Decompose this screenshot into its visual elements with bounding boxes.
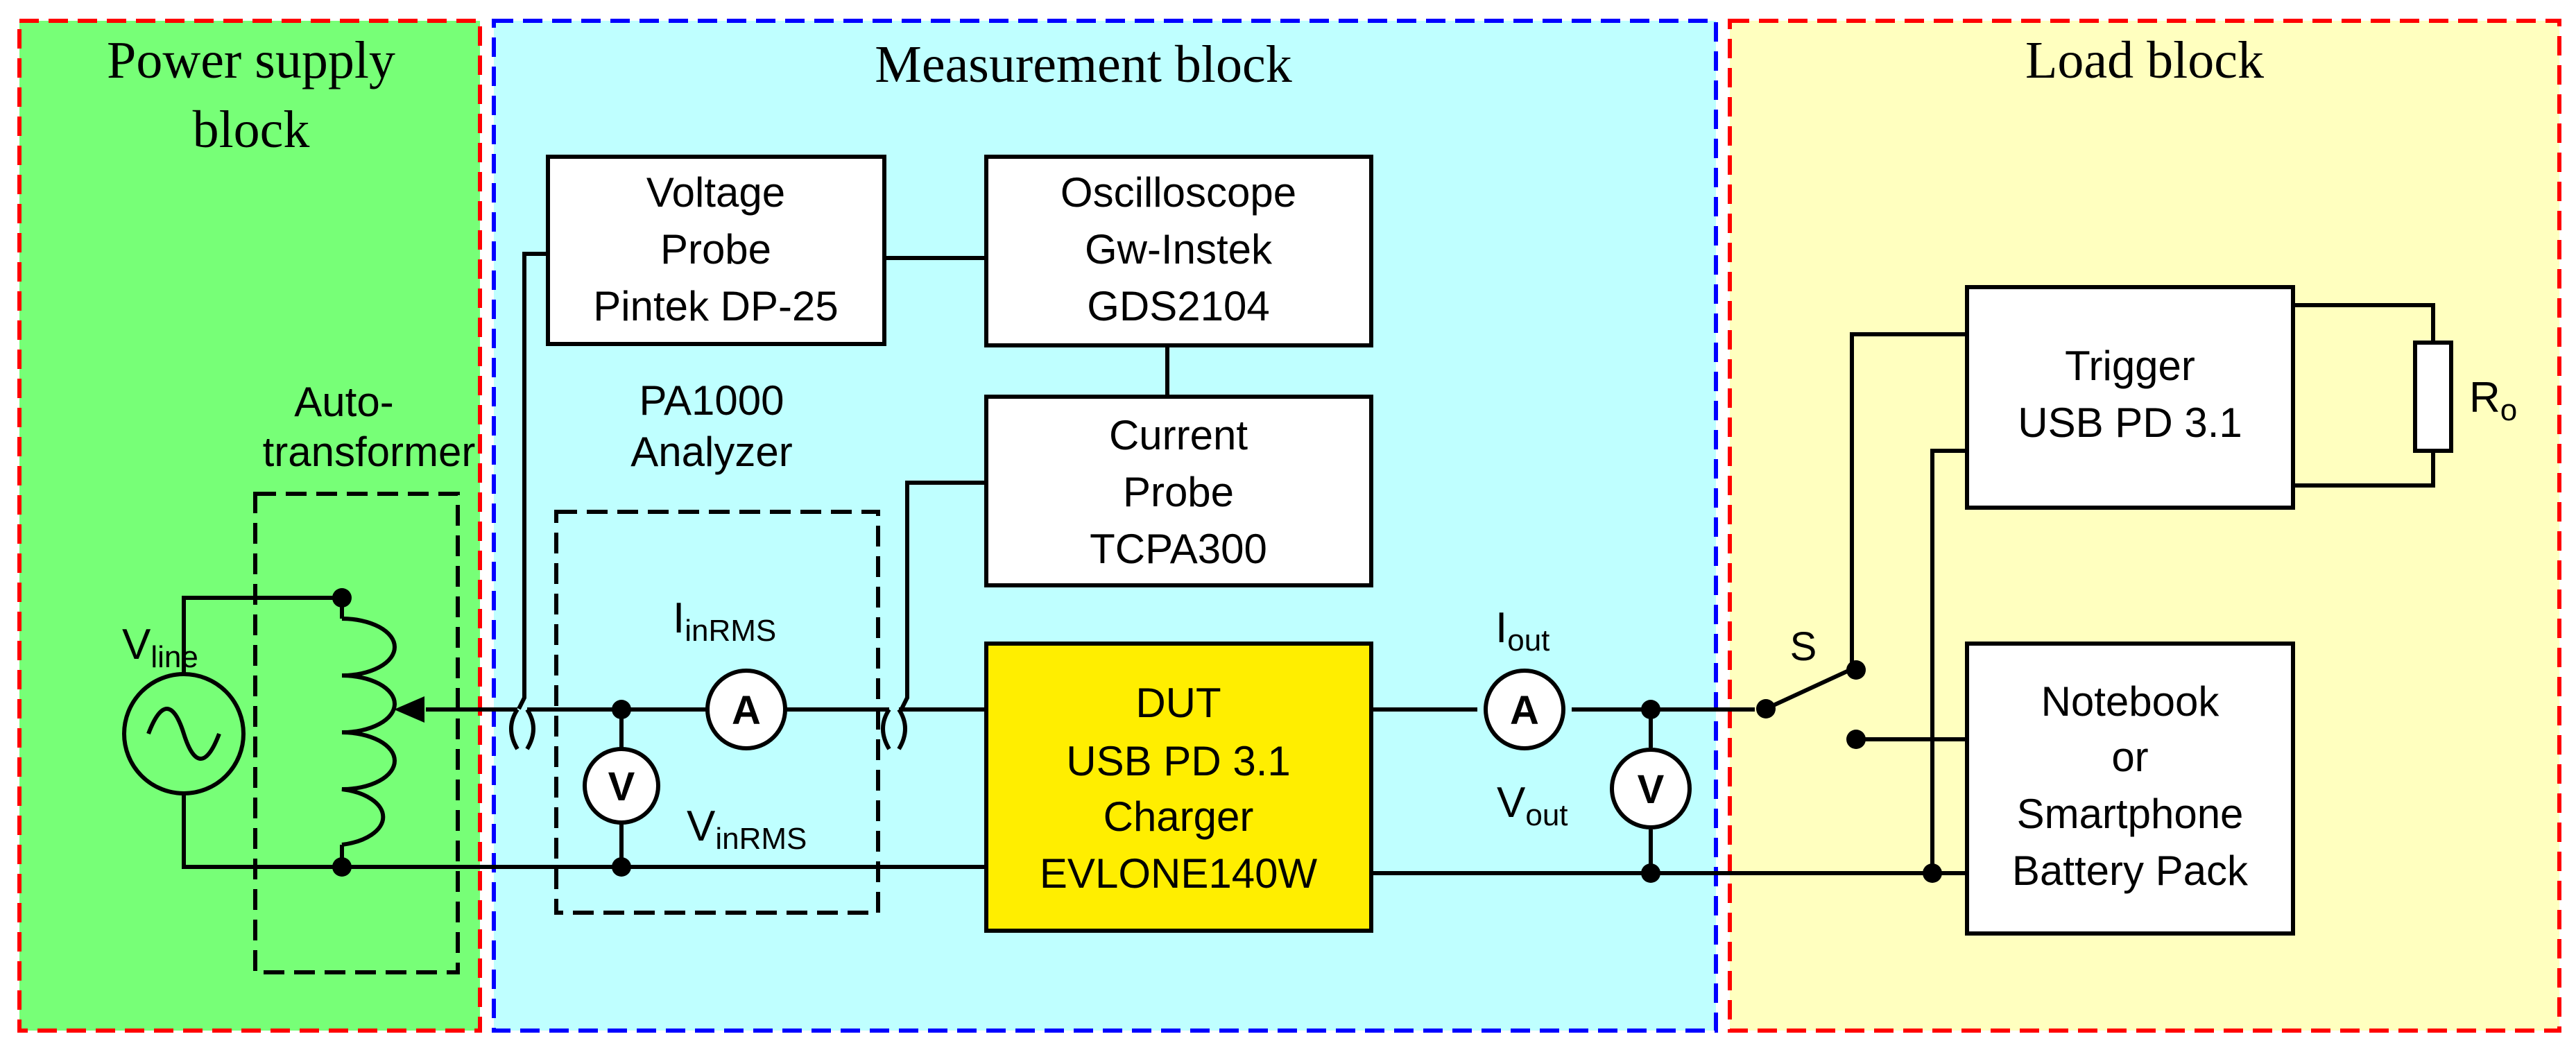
output-voltmeter-label: V xyxy=(1638,767,1665,812)
input-ammeter-label: A xyxy=(732,688,761,733)
vout-main: V xyxy=(1497,779,1526,827)
voltage-probe-line2: Probe xyxy=(660,226,771,273)
input-ammeter: A xyxy=(705,669,787,750)
current-probe-line1: Current xyxy=(1109,412,1248,458)
ro-main: R xyxy=(2469,374,2500,422)
iinrms-main: I xyxy=(673,594,685,642)
vinrms-label: VinRMS xyxy=(687,802,807,856)
battery-line2: or xyxy=(2111,734,2148,780)
analyzer-label: PA1000 xyxy=(639,377,784,424)
resistor-ro xyxy=(2413,341,2453,453)
battery-pack-box: Notebook or Smartphone Battery Pack xyxy=(1965,642,2295,936)
output-ammeter: A xyxy=(1484,669,1565,750)
autotransformer-coil xyxy=(341,617,424,847)
power-block-title-line2: block xyxy=(193,101,310,159)
dut-line2: USB PD 3.1 xyxy=(1066,738,1290,784)
oscilloscope-line2: Gw-Instek xyxy=(1085,226,1273,273)
iout-label: Iout xyxy=(1495,604,1549,657)
voltage-probe-line1: Voltage xyxy=(646,169,785,216)
analyzer-outline xyxy=(554,510,880,915)
oscilloscope-box: Oscilloscope Gw-Instek GDS2104 xyxy=(984,155,1373,347)
autotransformer-label: Auto- xyxy=(294,379,393,425)
dut-line1: DUT xyxy=(1135,680,1221,726)
ro-sub: o xyxy=(2500,393,2517,427)
battery-line1: Notebook xyxy=(2041,678,2220,725)
load-block-title: Load block xyxy=(2025,31,2264,89)
iout-sub: out xyxy=(1507,623,1549,657)
iinrms-label: IinRMS xyxy=(673,594,776,648)
autotransformer-outline xyxy=(253,492,460,974)
input-voltmeter: V xyxy=(583,747,660,825)
ro-label: Ro xyxy=(2469,374,2517,427)
vinrms-main: V xyxy=(687,802,716,850)
junction-dots xyxy=(332,588,1942,883)
trigger-line2: USB PD 3.1 xyxy=(2018,399,2242,446)
vline-label: Vline xyxy=(122,621,198,674)
vline-main: V xyxy=(122,621,151,669)
autotransformer-label-line2: transformer xyxy=(263,429,476,475)
measurement-block-title: Measurement block xyxy=(875,35,1291,94)
current-probe-line3: TCPA300 xyxy=(1090,526,1267,572)
current-probe-box: Current Probe TCPA300 xyxy=(984,395,1373,587)
power-block-title: Power supply xyxy=(107,31,395,89)
output-ammeter-label: A xyxy=(1510,688,1539,733)
ac-source-symbol xyxy=(122,672,246,795)
dut-line4: EVLONE140W xyxy=(1040,850,1318,897)
analyzer-label-line2: Analyzer xyxy=(630,429,792,475)
vout-sub: out xyxy=(1525,798,1568,832)
trigger-line1: Trigger xyxy=(2065,343,2195,389)
voltage-probe-box: Voltage Probe Pintek DP-25 xyxy=(546,155,886,346)
vinrms-sub: inRMS xyxy=(715,822,807,856)
switch-label: S xyxy=(1790,624,1817,669)
input-voltmeter-label: V xyxy=(608,764,635,809)
trigger-box: Trigger USB PD 3.1 xyxy=(1965,285,2295,510)
oscilloscope-line1: Oscilloscope xyxy=(1061,169,1296,216)
battery-line4: Battery Pack xyxy=(2012,847,2249,894)
battery-line3: Smartphone xyxy=(2017,791,2244,837)
oscilloscope-line3: GDS2104 xyxy=(1087,283,1270,329)
dut-charger-box: DUT USB PD 3.1 Charger EVLONE140W xyxy=(984,642,1373,933)
iout-main: I xyxy=(1495,604,1507,652)
iinrms-sub: inRMS xyxy=(685,614,776,648)
vline-sub: line xyxy=(151,640,198,674)
dut-line3: Charger xyxy=(1104,793,1254,840)
output-voltmeter: V xyxy=(1610,748,1692,829)
current-probe-line2: Probe xyxy=(1123,469,1234,515)
power-supply-block: Power supply block xyxy=(17,19,482,1033)
voltage-probe-line3: Pintek DP-25 xyxy=(593,283,839,329)
vout-label: Vout xyxy=(1497,779,1568,832)
